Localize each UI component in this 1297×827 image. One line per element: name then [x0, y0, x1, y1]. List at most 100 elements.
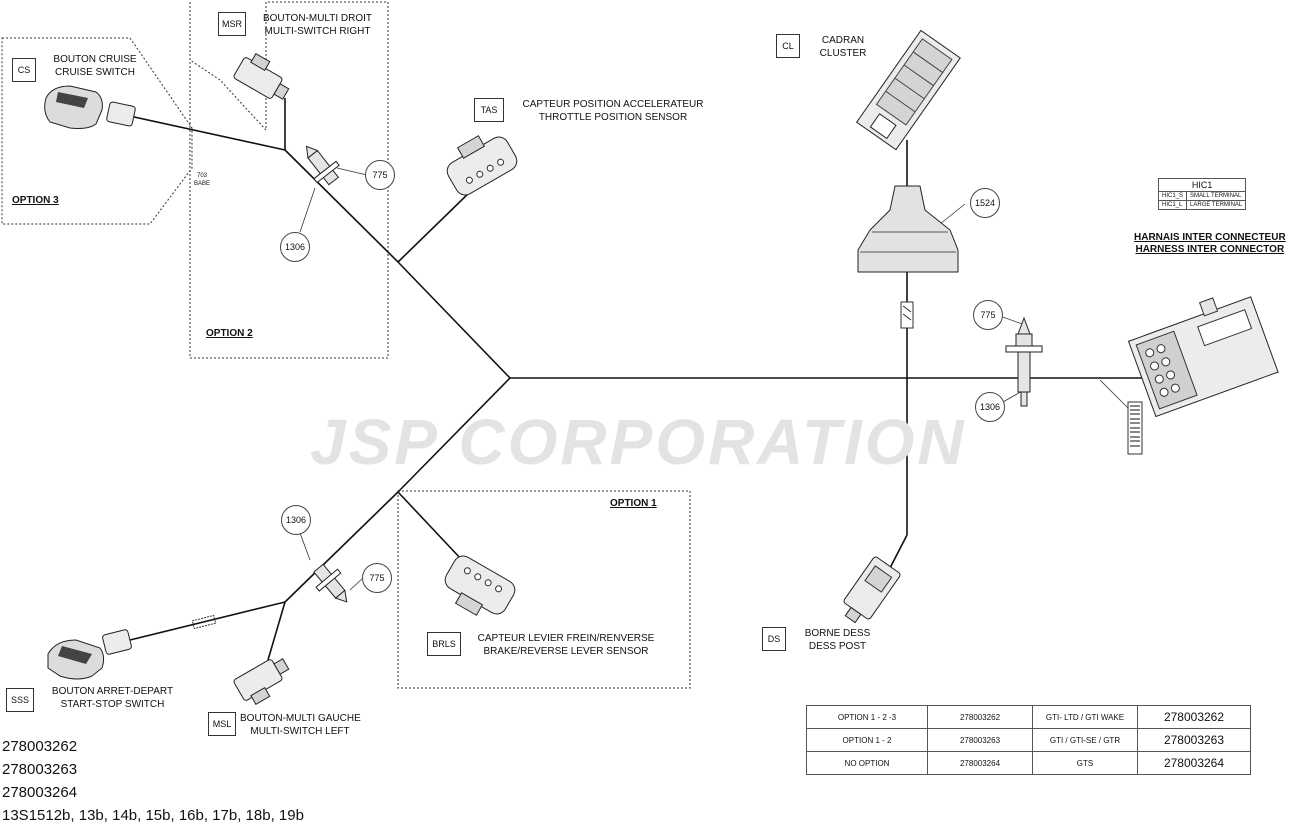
msl-connector — [233, 658, 290, 706]
label-tas: CAPTEUR POSITION ACCELERATEUR THROTTLE P… — [508, 98, 718, 124]
part-cell: 278003264 — [927, 751, 1033, 775]
option-table: OPTION 1 - 2 -3 278003262 GTI- LTD / GTI… — [806, 705, 1251, 775]
label-msl-fr: BOUTON-MULTI GAUCHE — [240, 713, 361, 724]
label-tas-en: THROTTLE POSITION SENSOR — [538, 112, 688, 123]
option2-label: OPTION 2 — [206, 328, 253, 339]
small-note: 703 BABE — [190, 172, 214, 188]
label-cs-fr: BOUTON CRUISE — [53, 54, 137, 65]
part-number: 278003263 — [2, 761, 78, 778]
models-cell: GTI / GTI-SE / GTR — [1032, 728, 1138, 752]
option-cell: NO OPTION — [806, 751, 928, 775]
hic-label: HARNAIS INTER CONNECTEUR HARNESS INTER C… — [1134, 232, 1286, 256]
label-brls: CAPTEUR LEVIER FREIN/RENVERSE BRAKE/REVE… — [466, 632, 666, 658]
models-cell: GTI- LTD / GTI WAKE — [1032, 705, 1138, 729]
models-cell: GTS — [1032, 751, 1138, 775]
code-cl: CL — [776, 34, 800, 58]
sss-switch-connector — [47, 629, 132, 680]
barcode-label — [1127, 401, 1143, 455]
fastener-right — [1005, 316, 1043, 407]
part-cell: 278003262 — [927, 705, 1033, 729]
label-sss-fr: BOUTON ARRET-DEPART — [51, 686, 174, 697]
ds-connector — [843, 556, 901, 624]
bubble-1524: 1524 — [970, 188, 1000, 218]
option1-label: OPTION 1 — [610, 498, 657, 509]
code-ds: DS — [762, 627, 786, 651]
hic-title: HIC1 — [1157, 178, 1247, 192]
label-cl-en: CLUSTER — [819, 48, 867, 59]
label-msr-en: MULTI-SWITCH RIGHT — [264, 26, 371, 37]
small-note-line2: BABE — [193, 181, 210, 187]
part-numbers: 278003262 278003263 278003264 13S1512b, … — [2, 735, 304, 827]
hic-label-en: HARNESS INTER CONNECTOR — [1135, 244, 1285, 255]
part-number: 278003264 — [2, 784, 78, 801]
label-cl: CADRAN CLUSTER — [808, 34, 878, 60]
fastener-top — [305, 145, 340, 186]
code-cs: CS — [12, 58, 36, 82]
number-cell: 278003262 — [1137, 705, 1251, 729]
model-codes: 13S1512b, 13b, 14b, 15b, 16b, 17b, 18b, … — [2, 807, 304, 824]
code-msr: MSR — [218, 12, 246, 36]
harness-inter-connector — [1127, 296, 1279, 418]
hic-row: HIC1_S SMALL TERMINAL — [1157, 191, 1247, 201]
code-sss: SSS — [6, 688, 34, 712]
cluster-connector — [855, 29, 961, 151]
label-cs-en: CRUISE SWITCH — [55, 67, 135, 78]
hic-row: HIC1_L LARGE TERMINAL — [1157, 200, 1247, 210]
hic-row-code: HIC1_L — [1157, 200, 1188, 210]
number-cell: 278003264 — [1137, 751, 1251, 775]
cruise-switch-connector — [44, 85, 136, 129]
label-sss-en: START-STOP SWITCH — [60, 699, 165, 710]
code-msl: MSL — [208, 712, 236, 736]
tas-connector — [446, 135, 518, 196]
part-cell: 278003263 — [927, 728, 1033, 752]
label-msl-en: MULTI-SWITCH LEFT — [250, 726, 350, 737]
bubble-1306-bottom: 1306 — [281, 505, 311, 535]
harness-wires — [124, 98, 1150, 661]
label-ds-fr: BORNE DESS — [804, 628, 871, 639]
bubble-775-right: 775 — [973, 300, 1003, 330]
label-cl-fr: CADRAN — [821, 35, 865, 46]
label-msr: BOUTON-MULTI DROIT MULTI-SWITCH RIGHT — [250, 12, 385, 38]
label-ds-en: DESS POST — [808, 641, 867, 652]
option1-box — [397, 490, 691, 689]
hic-row-desc: SMALL TERMINAL — [1186, 191, 1247, 201]
option3-box — [1, 37, 193, 225]
bubble-1306-top: 1306 — [280, 232, 310, 262]
fastener-bottom — [313, 563, 348, 603]
brls-connector — [444, 555, 516, 616]
bubble-1306-right: 1306 — [975, 392, 1005, 422]
option-cell: OPTION 1 - 2 -3 — [806, 705, 928, 729]
leader-lines — [299, 167, 1131, 591]
code-tas: TAS — [474, 98, 504, 122]
option-table-row: OPTION 1 - 2 -3 278003262 GTI- LTD / GTI… — [806, 705, 1251, 729]
label-brls-en: BRAKE/REVERSE LEVER SENSOR — [483, 646, 649, 657]
hic-table: HIC1 HIC1_S SMALL TERMINAL HIC1_L LARGE … — [1157, 178, 1247, 210]
label-cs: BOUTON CRUISE CRUISE SWITCH — [40, 53, 150, 79]
number-cell: 278003263 — [1137, 728, 1251, 752]
code-brls: BRLS — [427, 632, 461, 656]
label-brls-fr: CAPTEUR LEVIER FREIN/RENVERSE — [477, 633, 655, 644]
sleeve-sss — [191, 614, 217, 630]
hic-label-fr: HARNAIS INTER CONNECTEUR — [1134, 232, 1286, 243]
label-msl: BOUTON-MULTI GAUCHE MULTI-SWITCH LEFT — [240, 712, 361, 738]
hic-row-desc: LARGE TERMINAL — [1186, 200, 1247, 210]
bubble-775-top: 775 — [365, 160, 395, 190]
option-table-row: NO OPTION 278003264 GTS 278003264 — [806, 751, 1251, 775]
label-msr-fr: BOUTON-MULTI DROIT — [262, 13, 373, 24]
label-sss: BOUTON ARRET-DEPART START-STOP SWITCH — [40, 685, 185, 711]
watermark: JSP CORPORATION — [310, 406, 967, 478]
hic-row-code: HIC1_S — [1157, 191, 1188, 201]
sleeve-vertical — [900, 301, 914, 329]
grommet-1524 — [857, 185, 959, 273]
option2-box — [189, 1, 389, 359]
bubble-775-bottom: 775 — [362, 563, 392, 593]
small-note-line1: 703 — [196, 173, 207, 179]
option-cell: OPTION 1 - 2 — [806, 728, 928, 752]
option3-label: OPTION 3 — [12, 195, 59, 206]
label-ds: BORNE DESS DESS POST — [795, 627, 880, 653]
part-number: 278003262 — [2, 738, 78, 755]
option-table-row: OPTION 1 - 2 278003263 GTI / GTI-SE / GT… — [806, 728, 1251, 752]
msr-connector — [233, 52, 290, 100]
label-tas-fr: CAPTEUR POSITION ACCELERATEUR — [522, 99, 704, 110]
